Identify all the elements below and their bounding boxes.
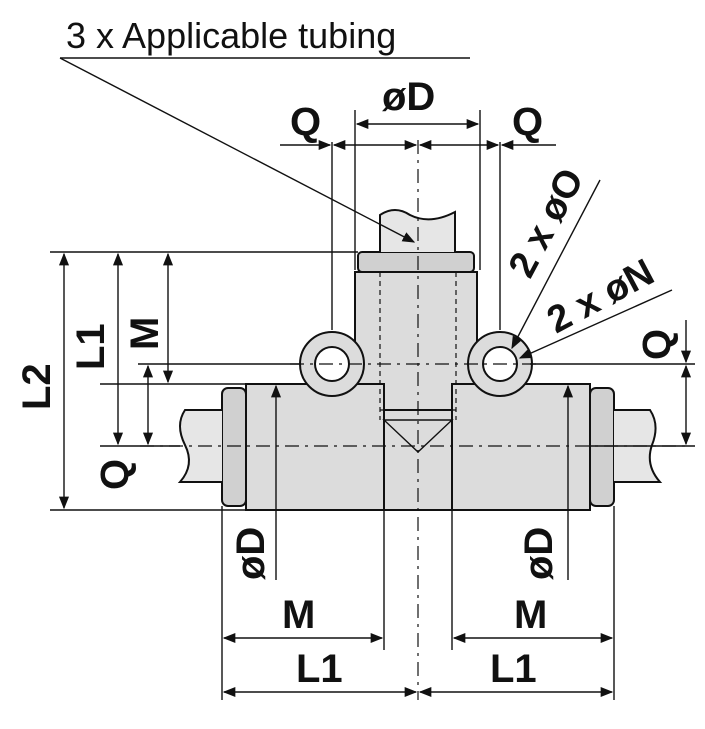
Q-top-left-label: Q bbox=[290, 100, 321, 144]
L2-label: L2 bbox=[15, 363, 59, 410]
L1-bottom-left-label: L1 bbox=[296, 647, 343, 691]
phiD-top-label: øD bbox=[382, 75, 435, 119]
dimension-labels: 3 x Applicable tubing øD Q Q 2 x øO 2 x … bbox=[15, 15, 679, 691]
L1-left-label: L1 bbox=[69, 323, 113, 370]
M-bottom-left-label: M bbox=[282, 593, 315, 637]
center-lines bbox=[140, 140, 690, 700]
phiO-label: 2 x øO bbox=[501, 162, 593, 284]
extension-lines bbox=[50, 110, 695, 700]
phiN-label: 2 x øN bbox=[541, 251, 661, 342]
M-left-label: M bbox=[123, 317, 167, 350]
applicable-tubing-label: 3 x Applicable tubing bbox=[66, 15, 396, 56]
phiD-right-label: øD bbox=[517, 527, 561, 580]
L1-bottom-right-label: L1 bbox=[490, 647, 537, 691]
dimension-arrows bbox=[58, 57, 692, 698]
Q-top-right-label: Q bbox=[512, 100, 543, 144]
Q-left-label: Q bbox=[93, 459, 137, 490]
Q-right-label: Q bbox=[635, 329, 679, 360]
phiD-left-label: øD bbox=[229, 527, 273, 580]
M-bottom-right-label: M bbox=[514, 593, 547, 637]
